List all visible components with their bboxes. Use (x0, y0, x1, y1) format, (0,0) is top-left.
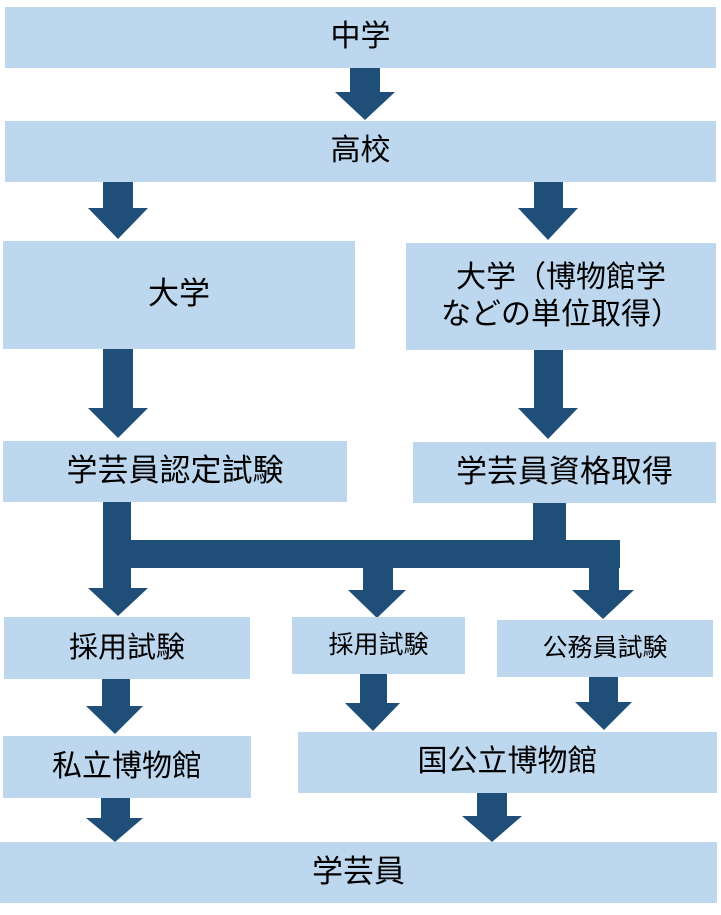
node-junior-high: 中学 (5, 7, 716, 68)
node-label: 私立博物館 (52, 748, 202, 784)
arrow-private-museum-to-curator (86, 798, 143, 842)
arrow-hiring-public-to-public-museum (345, 674, 400, 731)
arrow-high-school-to-university-museology (518, 182, 578, 240)
node-curator-qualification: 学芸員資格取得 (413, 442, 716, 503)
node-private-museum: 私立博物館 (3, 736, 251, 798)
arrow-to-hiring-exam-private (88, 588, 148, 616)
node-label: 中学 (330, 19, 391, 55)
node-label: 公務員試験 (542, 633, 668, 663)
arrow-university-to-certification-exam (88, 349, 148, 438)
arrow-museology-to-qualification (518, 350, 578, 439)
node-label: 学芸員認定試験 (66, 452, 284, 489)
node-label: 採用試験 (68, 630, 185, 665)
node-label: 大学（博物館学 などの単位取得） (441, 259, 681, 332)
arrow-to-civil-service-exam (572, 566, 634, 619)
node-curator-certification-exam: 学芸員認定試験 (3, 441, 347, 502)
node-hiring-exam-private: 採用試験 (4, 617, 250, 679)
connector-right-vertical (533, 502, 566, 542)
node-university: 大学 (3, 241, 355, 349)
node-label: 採用試験 (328, 630, 429, 660)
connector-horizontal-bar (103, 540, 620, 568)
node-label: 大学 (148, 276, 210, 313)
arrow-high-school-to-university (88, 182, 148, 239)
node-hiring-exam-public: 採用試験 (292, 617, 465, 674)
node-university-museology: 大学（博物館学 などの単位取得） (406, 243, 716, 350)
arrow-civil-service-to-public-museum (575, 677, 632, 730)
node-label: 国公立博物館 (417, 744, 598, 780)
node-label: 学芸員 (312, 853, 405, 890)
node-high-school: 高校 (5, 121, 716, 182)
arrow-public-museum-to-curator (462, 793, 522, 842)
arrow-to-hiring-exam-public (348, 566, 406, 618)
node-public-museum: 国公立博物館 (298, 732, 717, 793)
node-label: 学芸員資格取得 (456, 453, 673, 490)
arrow-hiring-private-to-private-museum (86, 679, 143, 734)
node-civil-service-exam: 公務員試験 (497, 620, 713, 677)
node-curator: 学芸員 (0, 842, 717, 903)
arrow-junior-high-to-high-school (335, 68, 395, 120)
node-label: 高校 (330, 133, 391, 169)
